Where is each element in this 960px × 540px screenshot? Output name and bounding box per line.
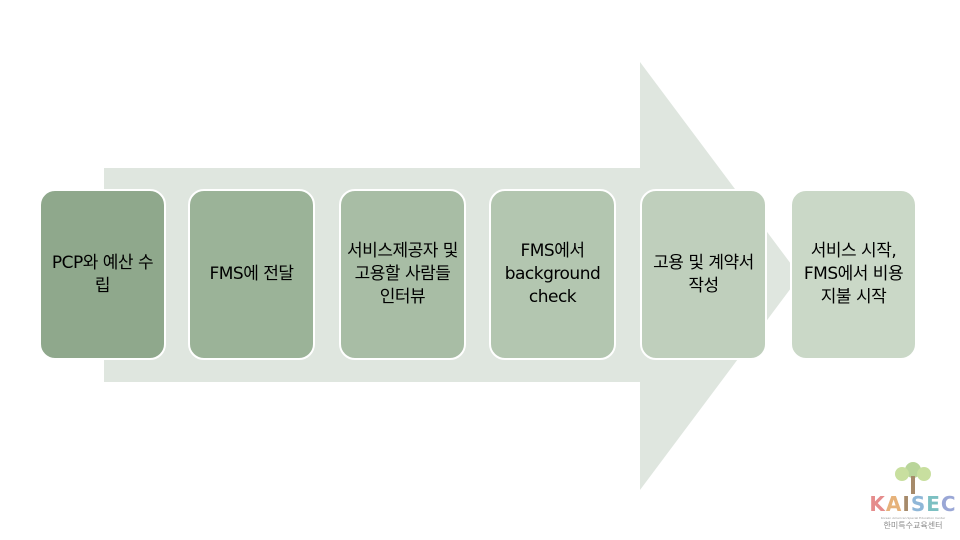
logo-korean: 한미특수교육센터	[883, 521, 943, 530]
step-6: 서비스 시작, FMS에서 비용 지불 시작	[790, 189, 917, 360]
kaisec-logo: KAISEC Korean American Special Education…	[868, 460, 958, 535]
step-2: FMS에 전달	[188, 189, 315, 360]
step-5: 고용 및 계약서 작성	[640, 189, 767, 360]
step-label: FMS에서 background check	[504, 241, 601, 307]
logo-name: KAISEC	[869, 492, 957, 516]
step-1: PCP와 예산 수립	[39, 189, 166, 360]
step-3: 서비스제공자 및 고용할 사람들 인터뷰	[339, 189, 466, 360]
step-label: 고용 및 계약서 작성	[653, 252, 754, 296]
logo-subtitle: Korean American Special Education Center	[880, 516, 946, 520]
tree-icon	[895, 462, 931, 494]
step-label: 서비스제공자 및 고용할 사람들 인터뷰	[347, 241, 458, 307]
step-label: FMS에 전달	[209, 264, 294, 284]
step-4: FMS에서 background check	[489, 189, 616, 360]
step-label: PCP와 예산 수립	[51, 252, 154, 296]
step-label: 서비스 시작, FMS에서 비용 지불 시작	[803, 241, 904, 307]
